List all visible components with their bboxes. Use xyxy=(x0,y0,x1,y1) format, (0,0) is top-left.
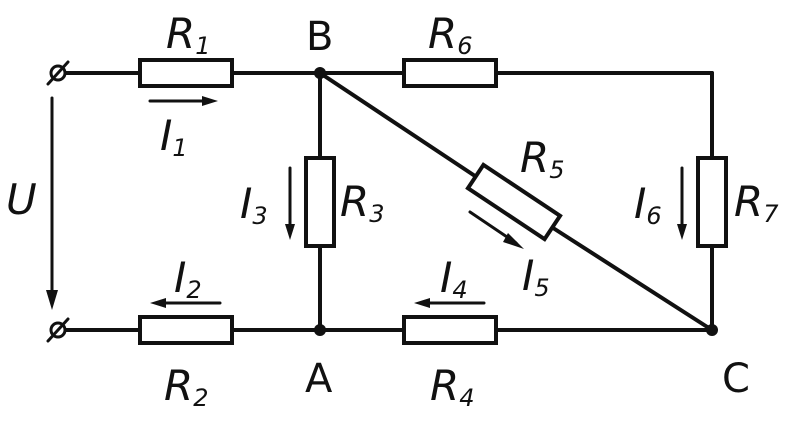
source-label-u: U xyxy=(6,175,37,224)
voltage-arrow-head xyxy=(46,290,58,310)
resistor-r1 xyxy=(138,58,234,88)
label-r1: R1 xyxy=(166,9,210,60)
node-label-c: C xyxy=(722,356,750,402)
resistor-r4 xyxy=(402,315,498,345)
resistor-r2 xyxy=(138,315,234,345)
resistor-r3 xyxy=(304,156,336,248)
resistor-r7 xyxy=(696,156,728,248)
label-i2: I2 xyxy=(174,253,202,304)
label-r4: R4 xyxy=(430,361,474,412)
current-arrow-i3-head xyxy=(285,224,295,240)
label-r5: R5 xyxy=(520,133,564,184)
node-dot-c xyxy=(706,324,718,336)
input-terminals xyxy=(46,60,70,343)
current-arrow-i2-head xyxy=(150,298,166,308)
wire-r5-c xyxy=(548,224,714,332)
wires xyxy=(56,71,714,332)
label-r2: R2 xyxy=(164,361,208,412)
label-i3: I3 xyxy=(240,179,268,230)
label-r6: R6 xyxy=(428,9,472,60)
terminal-top-slash xyxy=(46,60,70,86)
label-i5: I5 xyxy=(522,251,550,302)
current-arrow-i6-head xyxy=(677,224,687,240)
label-r3: R3 xyxy=(340,177,384,228)
label-i1: I1 xyxy=(160,111,188,162)
node-dot-a xyxy=(314,324,326,336)
label-i4: I4 xyxy=(440,253,468,304)
wire-b-r5 xyxy=(318,71,480,180)
current-arrow-i4-head xyxy=(414,298,430,308)
node-label-b: B xyxy=(306,14,333,60)
resistor-r6 xyxy=(402,58,498,88)
label-i6: I6 xyxy=(634,179,662,230)
node-label-a: A xyxy=(305,356,333,402)
current-arrow-i5-head xyxy=(503,233,524,249)
current-arrow-i1-head xyxy=(202,96,218,106)
resistor-r5 xyxy=(465,162,563,242)
node-dot-b xyxy=(314,67,326,79)
label-r7: R7 xyxy=(734,177,779,228)
terminal-bottom-slash xyxy=(46,317,70,343)
